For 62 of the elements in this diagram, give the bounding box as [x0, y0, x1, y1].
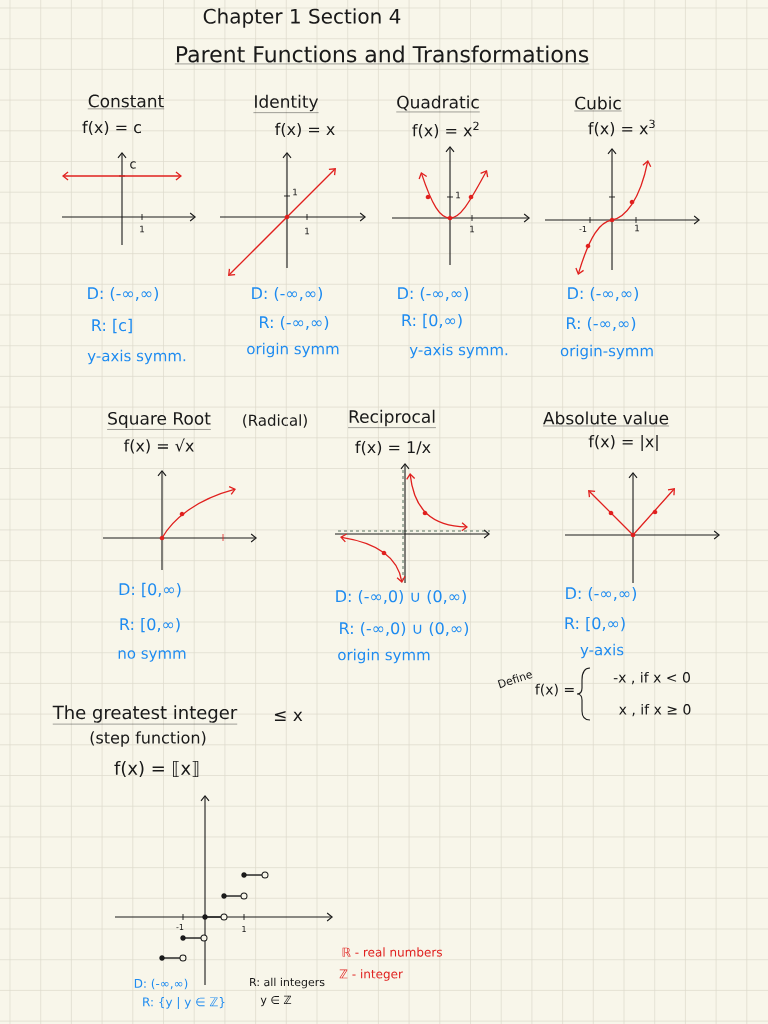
heading: Parent Functions and Transformations — [174, 45, 590, 65]
tick-label: -1 — [579, 226, 587, 232]
note: y ∈ ℤ — [260, 995, 292, 1007]
function-name: Reciprocal — [347, 409, 437, 428]
range-note: R: {y | y ∈ ℤ} — [143, 997, 225, 1009]
symmetry-note: origin-symm — [560, 344, 653, 360]
formula: f(x) = √x — [123, 438, 194, 454]
domain-note: D: (-∞,∞) — [252, 286, 322, 302]
formula: x , if x ≥ 0 — [619, 703, 691, 717]
heading: The greatest integer — [52, 705, 238, 725]
formula: ≤ x — [274, 711, 303, 721]
function-name: Quadratic — [396, 95, 480, 113]
symmetry-note: y-axis symm. — [409, 343, 508, 359]
range-note: R: (-∞,∞) — [260, 315, 329, 331]
tick-label: 1 — [305, 227, 310, 235]
formula: f(x) = |x| — [588, 435, 658, 451]
domain-note: D: (-∞,∞) — [566, 586, 636, 602]
symmetry-note: no symm — [118, 650, 186, 662]
tick-label: 1 — [470, 225, 475, 233]
function-name: Identity — [253, 94, 319, 113]
domain-note: D: (-∞,∞) — [88, 286, 158, 302]
function-name: Constant — [87, 94, 165, 110]
heading: Chapter 1 Section 4 — [203, 8, 401, 28]
formula: f(x) = c — [82, 120, 141, 136]
range-note: R: (-∞,∞) — [567, 316, 636, 332]
symmetry-note: y-axis symm. — [87, 349, 186, 365]
tick-label: 1 — [242, 926, 246, 932]
formula: f(x) = x$^{3}$ — [588, 119, 655, 137]
symmetry-note: origin symm — [338, 648, 430, 664]
domain-note: D: (-∞,0) ∪ (0,∞) — [336, 589, 466, 605]
tick-label: -1 — [176, 924, 184, 930]
range-note: R: [0,∞) — [565, 616, 625, 632]
range-note: R: [0,∞) — [120, 617, 180, 633]
formula: f(x) = x$^{2}$ — [412, 121, 479, 139]
domain-note: D: (-∞,∞) — [134, 978, 188, 990]
tick-label: 1 — [635, 224, 640, 232]
tick-label: 1 — [456, 191, 461, 199]
tick-label: 1 — [293, 188, 298, 196]
note: (step function) — [90, 731, 206, 747]
note: ℤ - integer — [339, 969, 403, 981]
domain-note: D: [0,∞) — [119, 582, 181, 598]
range-note: R: [c] — [92, 318, 132, 334]
axis-label: c — [130, 161, 136, 169]
symmetry-note: origin symm — [247, 342, 339, 358]
formula: f(x) = — [535, 683, 574, 697]
function-name: Square Root — [106, 411, 212, 430]
tick-label: 1 — [140, 225, 145, 233]
formula: -x , if x < 0 — [613, 671, 690, 685]
formula: f(x) = 1/x — [355, 440, 431, 456]
function-name: Absolute value — [542, 411, 670, 427]
note: ℝ - real numbers — [342, 947, 442, 957]
formula: f(x) = x — [275, 122, 335, 138]
function-name: Cubic — [574, 96, 622, 112]
domain-note: D: (-∞,∞) — [568, 286, 638, 302]
note: Define — [497, 672, 533, 689]
domain-note: D: (-∞,∞) — [398, 286, 468, 302]
note: (Radical) — [243, 414, 307, 428]
range-note: R: (-∞,0) ∪ (0,∞) — [340, 621, 469, 637]
formula: f(x) = ⟦x⟧ — [114, 761, 199, 778]
note: R: all integers — [250, 977, 325, 989]
symmetry-note: y-axis — [580, 643, 624, 659]
range-note: R: [0,∞) — [402, 313, 462, 329]
